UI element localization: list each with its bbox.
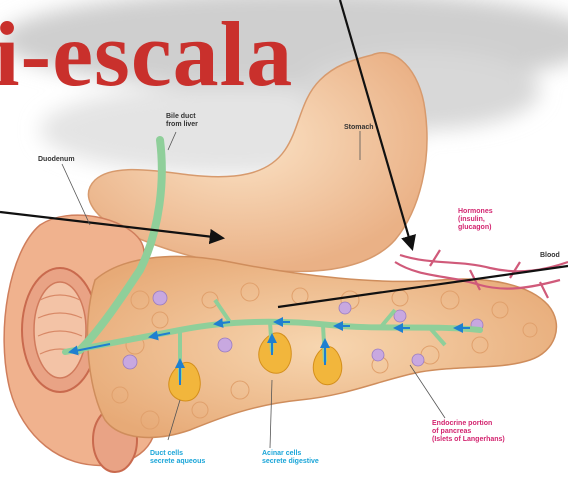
hormones-label: Hormones (insulin, glucagon) xyxy=(458,208,493,232)
stomach-label: Stomach xyxy=(344,124,374,132)
acinar-cells-label: Acinar cells secrete digestive xyxy=(262,450,319,466)
duodenum-label: Duodenum xyxy=(38,156,75,164)
pancreas-shape xyxy=(88,256,557,437)
bile-duct-label: Bile duct from liver xyxy=(166,113,198,129)
blood-label: Blood xyxy=(540,252,560,260)
slide-title: i-escala xyxy=(0,8,293,100)
duct-cells-label: Duct cells secrete aqueous xyxy=(150,450,205,466)
endocrine-label: Endocrine portion of pancreas (Islets of… xyxy=(432,420,505,444)
